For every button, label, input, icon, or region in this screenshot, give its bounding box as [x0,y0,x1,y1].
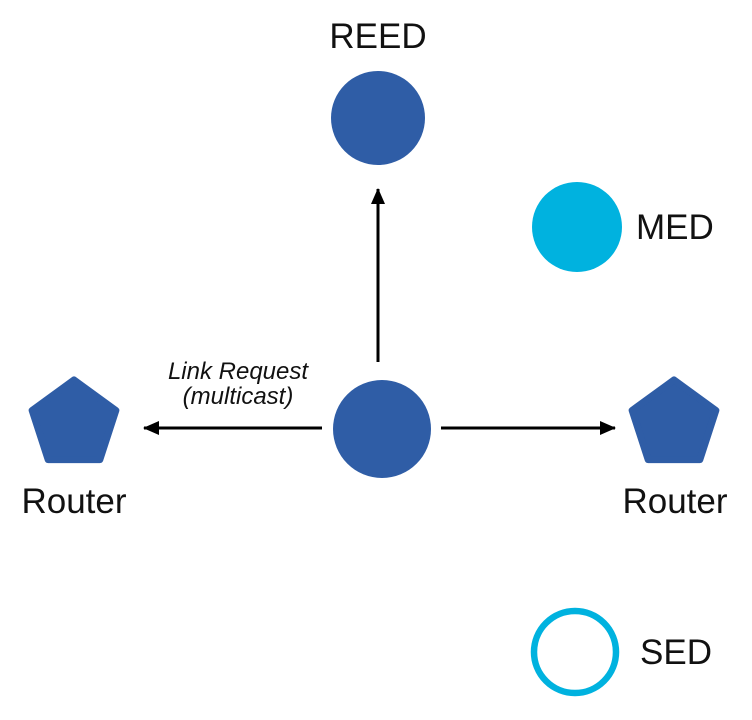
reed-node-circle [331,71,425,165]
med-label: MED [636,208,714,247]
sed-node-circle [530,607,620,697]
router-left-pentagon [28,376,120,464]
router-right-label: Router [622,482,728,521]
link-request-annotation: Link Request (multicast) [168,359,308,409]
sed-label: SED [640,633,712,672]
router-left-label: Router [21,482,127,521]
annotation-line2: (multicast) [182,383,294,410]
sender-node-circle [333,380,431,478]
annotation-line1: Link Request [167,358,309,385]
med-node-circle [532,182,622,272]
router-right-pentagon [628,376,720,464]
reed-label: REED [329,17,427,56]
